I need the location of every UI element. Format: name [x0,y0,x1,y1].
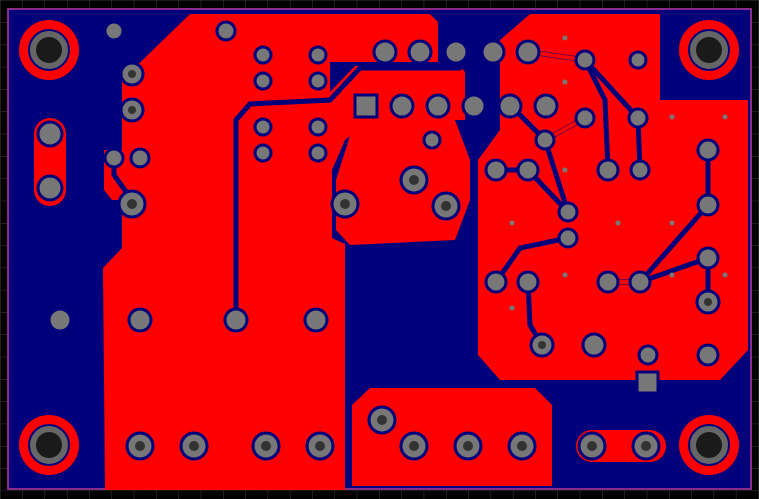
pad[interactable] [696,343,720,367]
pad[interactable] [574,49,596,71]
pad[interactable] [628,50,648,70]
via[interactable] [669,114,675,120]
pad[interactable] [596,158,620,182]
pad[interactable] [389,93,415,119]
square-pad[interactable] [635,370,660,395]
pad[interactable] [581,332,607,358]
pad[interactable] [557,201,579,223]
pad[interactable] [637,344,659,366]
pad[interactable] [223,307,249,333]
pad-layer[interactable] [36,20,728,461]
square-pad[interactable] [353,93,379,119]
pad[interactable] [516,158,540,182]
via[interactable] [562,272,568,278]
pad[interactable] [628,270,652,294]
mounting-holes[interactable] [13,14,745,481]
copper-pour-bottom-center[interactable] [352,388,552,486]
pad[interactable] [372,39,398,65]
via[interactable] [669,272,675,278]
pad[interactable] [696,138,720,162]
via-group[interactable] [509,35,728,311]
pad-group-medium[interactable] [47,20,721,367]
pad[interactable] [253,117,273,137]
pad[interactable] [627,107,649,129]
pad[interactable] [36,174,64,202]
via[interactable] [722,272,728,278]
via[interactable] [509,305,515,311]
via[interactable] [722,114,728,120]
mounting-hole-top-right[interactable] [673,14,745,86]
copper-pour-left[interactable] [103,14,438,490]
pad[interactable] [574,107,596,129]
pad[interactable] [103,20,125,42]
pad[interactable] [308,117,328,137]
pad[interactable] [443,39,469,65]
pad[interactable] [215,20,237,42]
mounting-hole-bottom-right[interactable] [673,409,745,481]
via[interactable] [615,220,621,226]
pad[interactable] [308,71,328,91]
pad[interactable] [308,143,328,163]
pad[interactable] [303,307,329,333]
pad[interactable] [629,159,651,181]
pad[interactable] [516,270,540,294]
via[interactable] [562,35,568,41]
pad[interactable] [127,307,153,333]
pad[interactable] [253,71,273,91]
pad[interactable] [534,129,556,151]
pad[interactable] [422,130,442,150]
pad[interactable] [103,147,125,169]
pad[interactable] [425,93,451,119]
via[interactable] [562,167,568,173]
pad[interactable] [407,39,433,65]
pad[interactable] [497,93,523,119]
pad[interactable] [253,45,273,65]
pad[interactable] [557,227,579,249]
mounting-hole-top-left[interactable] [13,14,85,86]
via[interactable] [669,220,675,226]
pad[interactable] [461,93,487,119]
board-outline[interactable] [7,8,752,490]
pad[interactable] [308,45,328,65]
pad[interactable] [484,158,508,182]
pad[interactable] [696,193,720,217]
pad[interactable] [480,39,506,65]
pad[interactable] [36,120,64,148]
pad[interactable] [533,93,559,119]
pad[interactable] [515,39,541,65]
pad[interactable] [253,143,273,163]
pad[interactable] [47,307,73,333]
via[interactable] [562,79,568,85]
pad[interactable] [129,147,151,169]
pad[interactable] [484,270,508,294]
copper-pour-mid-left[interactable] [238,66,465,490]
pad-holes [127,70,712,451]
mounting-hole-bottom-left[interactable] [13,409,85,481]
pad[interactable] [596,270,620,294]
pad[interactable] [696,246,720,270]
via[interactable] [509,220,515,226]
